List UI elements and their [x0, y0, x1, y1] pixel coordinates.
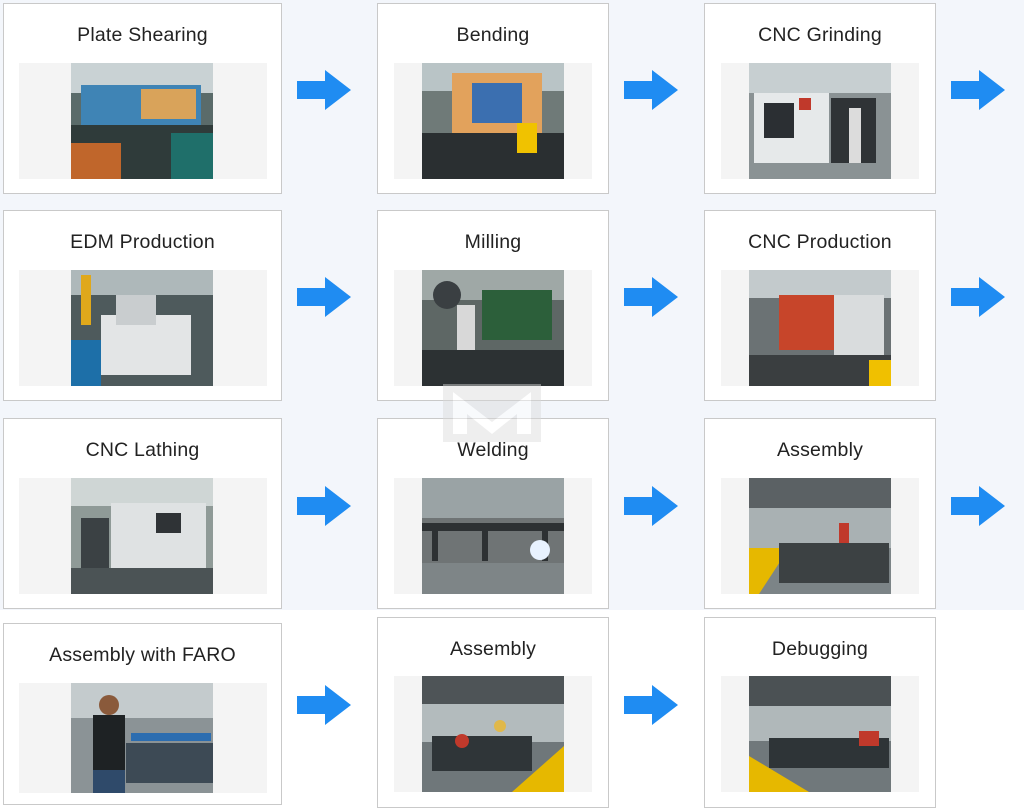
right-arrow-icon [297, 486, 351, 526]
step-title: Assembly [776, 439, 864, 461]
step-photo-assembly-2 [422, 676, 564, 792]
step-photo-edm-production [71, 270, 213, 386]
step-title: EDM Production [70, 231, 215, 253]
step-title: Bending [456, 24, 530, 46]
step-photo-cnc-grinding [749, 63, 891, 179]
right-arrow-icon [297, 685, 351, 725]
step-photo-plate-shearing [71, 63, 213, 179]
photo-frame [19, 63, 267, 179]
step-photo-assembly [749, 478, 891, 594]
right-arrow-icon [297, 277, 351, 317]
step-card-cnc-production: CNC Production [704, 210, 936, 401]
photo-frame [394, 478, 592, 594]
step-card-cnc-grinding: CNC Grinding [704, 3, 936, 194]
step-title: Debugging [771, 638, 869, 660]
step-photo-bending [422, 63, 564, 179]
step-card-edm-production: EDM Production [3, 210, 282, 401]
logo-watermark [443, 384, 541, 442]
step-card-assembly-with-faro: Assembly with FARO [3, 623, 282, 805]
step-card-cnc-lathing: CNC Lathing [3, 418, 282, 609]
step-photo-cnc-production [749, 270, 891, 386]
step-photo-welding [422, 478, 564, 594]
right-arrow-icon [951, 70, 1005, 110]
photo-frame [721, 63, 919, 179]
step-title: CNC Lathing [85, 439, 200, 461]
photo-frame [394, 63, 592, 179]
photo-frame [394, 676, 592, 792]
photo-frame [19, 270, 267, 386]
step-card-assembly: Assembly [704, 418, 936, 609]
step-title: Plate Shearing [77, 24, 208, 46]
right-arrow-icon [624, 277, 678, 317]
photo-frame [19, 478, 267, 594]
step-card-assembly-2: Assembly [377, 617, 609, 808]
photo-frame [721, 676, 919, 792]
step-title: Assembly with FARO [49, 644, 236, 666]
step-photo-cnc-lathing [71, 478, 213, 594]
step-title: CNC Production [748, 231, 892, 253]
right-arrow-icon [951, 277, 1005, 317]
step-photo-debugging [749, 676, 891, 792]
step-title: Milling [464, 231, 522, 253]
step-card-welding: Welding [377, 418, 609, 609]
photo-frame [19, 683, 267, 793]
step-photo-assembly-with-faro [71, 683, 213, 793]
right-arrow-icon [297, 70, 351, 110]
step-card-milling: Milling [377, 210, 609, 401]
step-title: Assembly [449, 638, 537, 660]
step-card-plate-shearing: Plate Shearing [3, 3, 282, 194]
right-arrow-icon [624, 70, 678, 110]
step-card-bending: Bending [377, 3, 609, 194]
photo-frame [721, 478, 919, 594]
step-photo-milling [422, 270, 564, 386]
step-title: Welding [457, 439, 529, 461]
right-arrow-icon [624, 685, 678, 725]
photo-frame [394, 270, 592, 386]
right-arrow-icon [624, 486, 678, 526]
step-card-debugging: Debugging [704, 617, 936, 808]
right-arrow-icon [951, 486, 1005, 526]
photo-frame [721, 270, 919, 386]
step-title: CNC Grinding [758, 24, 882, 46]
